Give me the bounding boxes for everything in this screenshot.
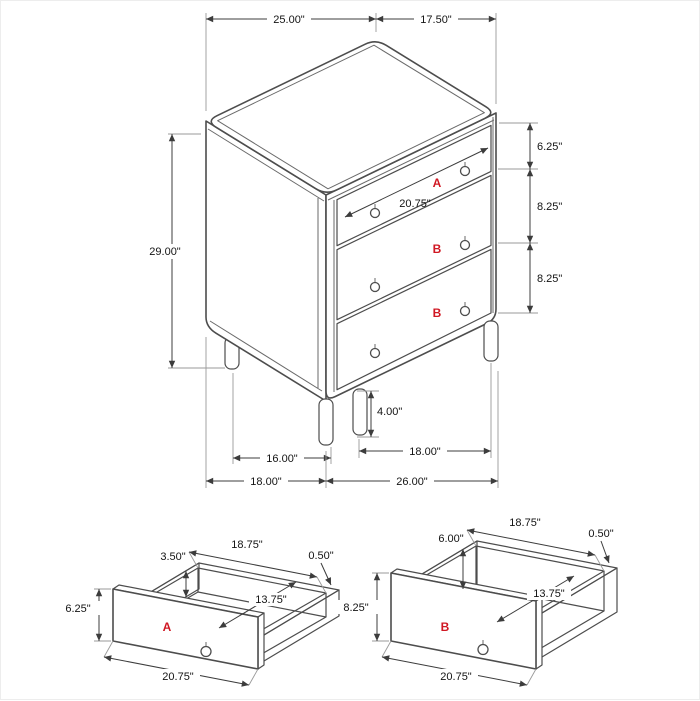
corner-post-lines xyxy=(209,117,494,392)
dim-label-middle-drawer: 8.25" xyxy=(537,201,562,213)
knob-icon xyxy=(459,305,471,317)
main-view: A B B 25.00" 17.50" 29.00" 6.25" 8. xyxy=(143,12,562,488)
label-bg xyxy=(244,474,288,488)
label-bg xyxy=(333,600,379,614)
dimension-height: 29.00" xyxy=(143,133,225,369)
side-panel xyxy=(205,120,327,402)
knob-icon xyxy=(369,347,381,359)
dimension-drawer-width: 20.75" xyxy=(344,147,489,218)
extension-lines xyxy=(498,122,538,314)
dim-label-side-height: 6.00" xyxy=(438,533,463,545)
dimension-leg-height: 4.00" xyxy=(357,390,402,438)
drawer-b-letter: B xyxy=(433,242,442,256)
dim-label-front-width: 20.75" xyxy=(440,671,472,683)
front-left-leg xyxy=(318,398,334,446)
dimension-inner-depth: 13.75" xyxy=(496,575,575,623)
extension-lines xyxy=(232,373,332,464)
front-panel-side-edge xyxy=(535,596,543,670)
dimension-leg-span-depth: 16.00" xyxy=(232,373,332,465)
leader-line xyxy=(600,540,610,564)
drawer-a-detail: A 6.25" 3.50" 18.75" 0.50" 13.75" xyxy=(55,539,340,687)
dimension-front-height: 8.25" xyxy=(333,572,389,642)
label-bg xyxy=(527,587,571,600)
extension-lines xyxy=(103,640,259,686)
dim-label-top-drawer: 6.25" xyxy=(537,141,562,153)
dimension-front-width: 20.75" xyxy=(381,640,537,687)
dimension-leg-span-width: 18.00" xyxy=(358,363,492,458)
top-panel-inner-line xyxy=(217,44,485,190)
label-bg xyxy=(55,601,101,615)
drawer-a-letter: A xyxy=(433,176,442,190)
drawer-a-letter: A xyxy=(163,620,172,634)
label-bg xyxy=(390,474,434,488)
label-bg xyxy=(156,669,200,682)
dim-label-inner-depth: 13.75" xyxy=(533,588,565,600)
leader-line xyxy=(320,562,332,586)
dimension-inner-depth: 13.75" xyxy=(218,581,297,629)
label-bg xyxy=(143,244,188,259)
dimension-inner-width: 18.75" xyxy=(188,539,327,594)
dimension-inner-width: 18.75" xyxy=(466,517,605,572)
dim-label-leg-span-width: 18.00" xyxy=(409,446,441,458)
dim-label-top-width: 25.00" xyxy=(273,14,305,26)
dimension-drawer-stack: 6.25" 8.25" 8.25" xyxy=(498,122,562,314)
extension-lines xyxy=(466,529,605,572)
dimension-side-height: 6.00" xyxy=(438,533,467,589)
dim-label-front-height: 8.25" xyxy=(343,602,368,614)
dim-label-top-depth: 17.50" xyxy=(420,14,452,26)
dim-label-inner-depth: 13.75" xyxy=(255,594,287,606)
front-right-leg xyxy=(483,320,499,362)
right-wall-face xyxy=(536,567,618,661)
knob-icon xyxy=(477,643,489,656)
label-bg xyxy=(403,444,447,458)
dimension-front-height: 6.25" xyxy=(55,588,111,642)
dim-label-overall-width: 26.00" xyxy=(396,476,428,488)
dimension-wall-thickness: 0.50" xyxy=(308,550,334,586)
dimension-wall-thickness: 0.50" xyxy=(588,528,614,564)
dim-label-front-width: 20.75" xyxy=(162,671,194,683)
extension-lines xyxy=(381,640,537,686)
dim-label-wall-thickness: 0.50" xyxy=(588,528,613,540)
label-bg xyxy=(434,669,478,682)
dim-label-overall-depth: 18.00" xyxy=(250,476,282,488)
drawer-b-letter: B xyxy=(441,620,450,634)
label-bg xyxy=(414,12,458,26)
dim-label-inner-width: 18.75" xyxy=(231,539,263,551)
back-right-leg xyxy=(352,388,368,436)
top-panel xyxy=(210,41,492,193)
knob-icon xyxy=(200,645,212,658)
extension-lines xyxy=(188,551,327,594)
dim-label-front-height: 6.25" xyxy=(65,603,90,615)
drawer-c-letter: B xyxy=(433,306,442,320)
dimension-side-height: 3.50" xyxy=(160,551,190,597)
dim-label-side-height: 3.50" xyxy=(160,551,185,563)
knob-icon xyxy=(459,165,471,177)
label-bg xyxy=(249,593,293,606)
dimension-front-width: 20.75" xyxy=(103,640,259,687)
dimension-overall: 18.00" 26.00" xyxy=(205,337,499,488)
knob-icon xyxy=(369,281,381,293)
dimension-top: 25.00" 17.50" xyxy=(205,12,497,111)
dim-line-inner-width xyxy=(188,550,318,579)
drawer-b-detail: B 8.25" 6.00" 18.75" 0.50" 13.75" xyxy=(333,517,618,687)
dim-label-height: 29.00" xyxy=(149,246,181,258)
dim-label-wall-thickness: 0.50" xyxy=(308,550,333,562)
knob-icon xyxy=(369,207,381,219)
dim-label-leg-span-depth: 16.00" xyxy=(266,453,298,465)
dim-label-bottom-drawer: 8.25" xyxy=(537,273,562,285)
dim-line-drawer-width xyxy=(344,147,489,218)
knob-icon xyxy=(459,239,471,251)
front-panel-side-edge xyxy=(257,612,265,670)
dim-line-inner-width xyxy=(466,528,596,557)
label-bg xyxy=(267,12,311,26)
label-bg xyxy=(260,451,304,465)
dim-label-leg-height: 4.00" xyxy=(377,406,402,418)
dim-label-inner-width: 18.75" xyxy=(509,517,541,529)
dim-label-drawer-width: 20.75" xyxy=(399,198,431,210)
